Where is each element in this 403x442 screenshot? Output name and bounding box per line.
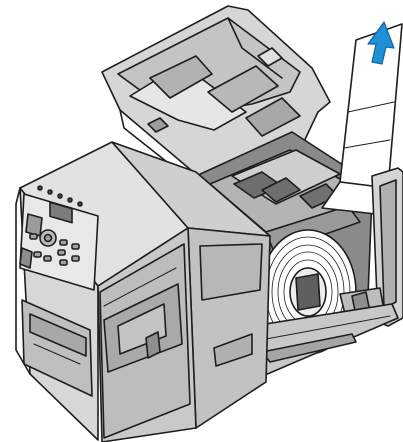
navigation-button-cluster <box>29 229 80 266</box>
arrow-up-icon <box>367 21 395 65</box>
control-panel <box>19 185 99 291</box>
open-roll-cover <box>101 5 331 189</box>
paper-strip <box>321 23 403 215</box>
